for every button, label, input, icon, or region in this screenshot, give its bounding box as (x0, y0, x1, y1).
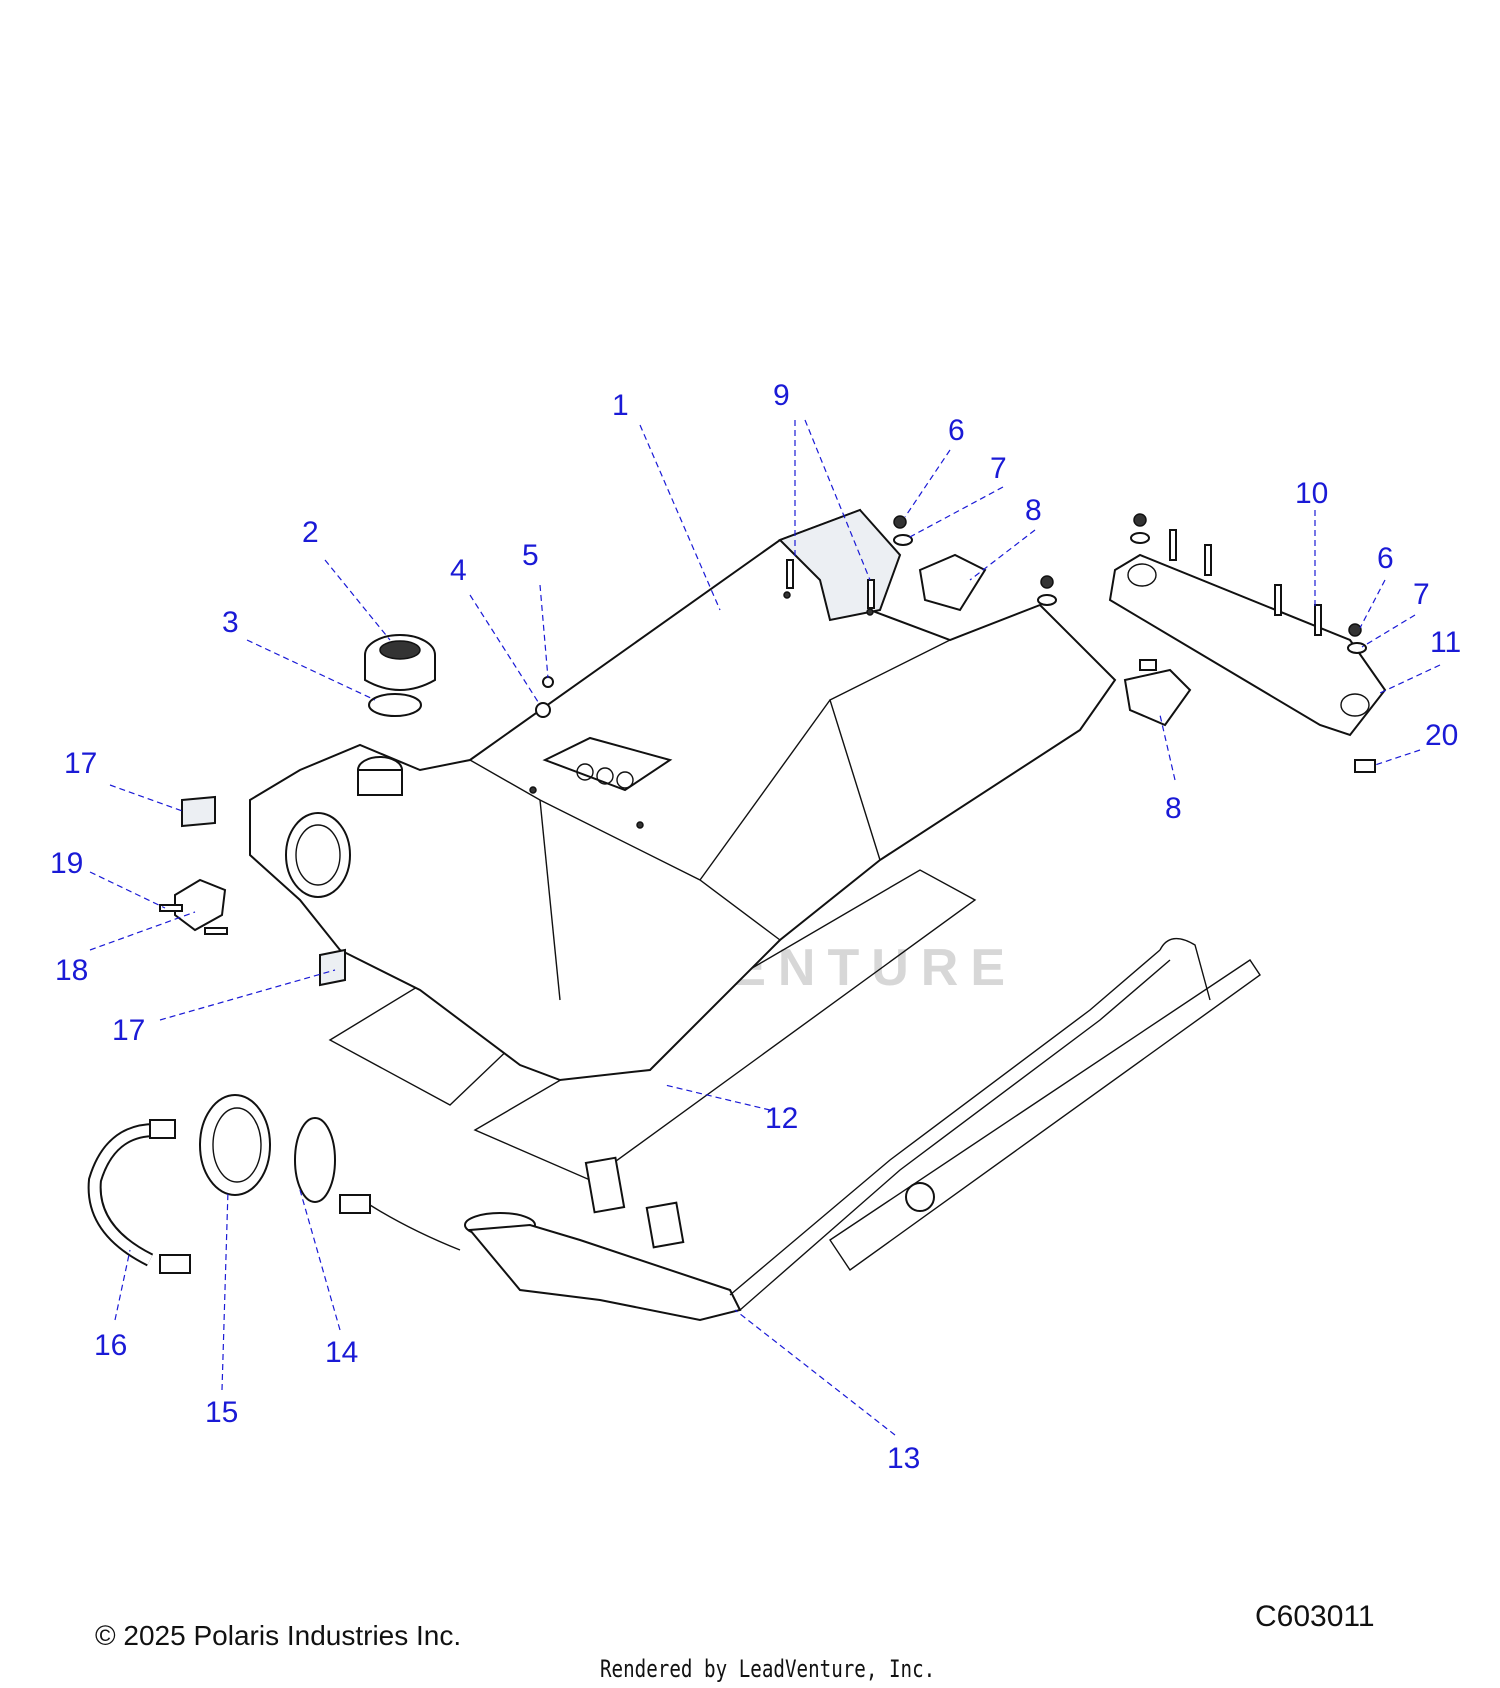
callout-4: 4 (450, 554, 467, 587)
callout-17-upper: 17 (64, 747, 97, 780)
callout-14: 14 (325, 1336, 358, 1369)
callout-12: 12 (765, 1102, 798, 1135)
foam-pad-lower (1123, 668, 1192, 727)
callout-8-upper: 8 (1025, 494, 1042, 527)
figure-id: C603011 (1255, 1600, 1375, 1633)
callout-11: 11 (1430, 626, 1461, 659)
callout-3: 3 (222, 606, 239, 639)
studs (786, 559, 875, 609)
fuel-cap (364, 634, 436, 691)
callout-6-right: 6 (1377, 542, 1394, 575)
callout-13: 13 (887, 1442, 920, 1475)
mounting-bracket (1108, 513, 1387, 773)
side-bracket-parts (159, 795, 346, 987)
callout-15: 15 (205, 1396, 238, 1429)
nut-washer-left (893, 515, 1057, 606)
fuel-cap-gasket (368, 693, 422, 717)
callout-1: 1 (612, 389, 629, 422)
callout-6-upper: 6 (948, 414, 965, 447)
callout-16: 16 (94, 1329, 127, 1362)
callout-7-upper: 7 (990, 452, 1007, 485)
foam-pad-upper (918, 553, 987, 612)
callout-5: 5 (522, 539, 539, 572)
callout-8-lower: 8 (1165, 792, 1182, 825)
callout-2: 2 (302, 516, 319, 549)
callout-10: 10 (1295, 477, 1328, 510)
copyright-notice: © 2025 Polaris Industries Inc. (95, 1620, 462, 1651)
fuel-hose (87, 1119, 191, 1274)
leader-lines (89, 419, 1441, 1436)
callout-9: 9 (773, 379, 790, 412)
rendered-by-credit: Rendered by LeadVenture, Inc. (600, 1655, 936, 1683)
callout-18: 18 (55, 954, 88, 987)
callout-labels: 1 2 3 4 5 6 6 7 7 8 8 9 10 11 12 13 14 1… (50, 379, 1461, 1475)
callout-19: 19 (50, 847, 83, 880)
callout-20: 20 (1425, 719, 1458, 752)
callout-17-lower: 17 (112, 1014, 145, 1047)
callout-7-right: 7 (1413, 578, 1430, 611)
lock-ring (199, 1094, 271, 1196)
fasteners-top (535, 676, 554, 718)
fuel-pump-assembly (339, 937, 1261, 1322)
fuel-pump-gasket (294, 1117, 336, 1203)
